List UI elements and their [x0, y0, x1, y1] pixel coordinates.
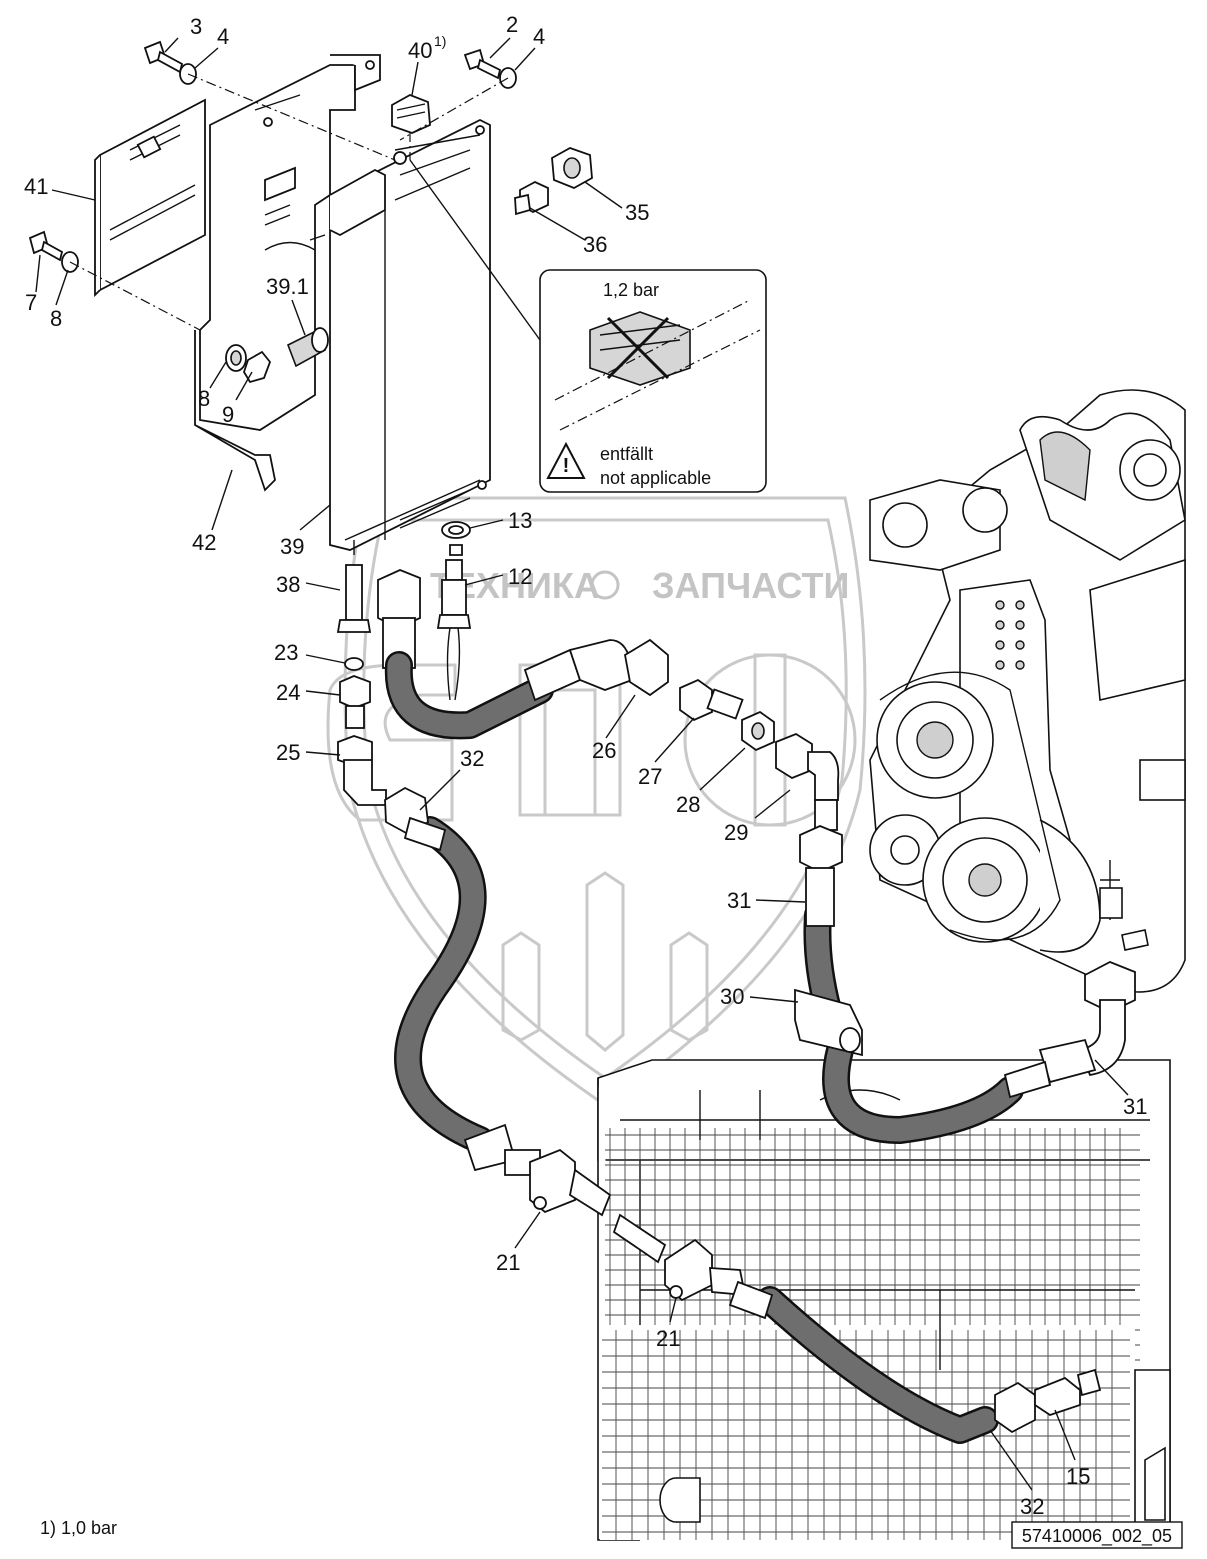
radiator	[597, 1059, 1171, 1541]
expansion-tank-39	[329, 118, 491, 551]
callout-24: 24	[276, 680, 300, 705]
fittings-23-24-25	[337, 657, 387, 806]
warning-triangle-icon	[546, 441, 586, 479]
callout-15: 15	[1066, 1464, 1090, 1489]
fitting-27	[679, 678, 744, 722]
callout-32: 32	[460, 746, 484, 771]
cap-40	[391, 94, 431, 134]
bolt-2-washer-4	[463, 48, 517, 89]
callout-25: 25	[276, 740, 300, 765]
hose-31-fitting	[799, 825, 843, 927]
callout-21: 21	[496, 1250, 520, 1275]
svg-text:!: !	[563, 455, 570, 477]
callout-31: 31	[727, 888, 751, 913]
pipe-38	[336, 540, 372, 633]
watermark-right-text: ЗАПЧАСТИ	[652, 565, 849, 606]
callout-4: 4	[533, 24, 545, 49]
fitting-15	[994, 1368, 1102, 1434]
callout-2: 2	[506, 12, 518, 37]
bracket-42	[194, 54, 381, 492]
callout-23: 23	[274, 640, 298, 665]
nut-28	[741, 710, 775, 752]
watermark-gear-icon	[590, 570, 620, 600]
callout-3: 3	[190, 14, 202, 39]
cap-crossed-out	[589, 311, 691, 386]
footnote: 1) 1,0 bar	[40, 1518, 117, 1538]
bracket-41	[94, 98, 206, 298]
callout-40-footnote-mark: 1)	[434, 33, 446, 49]
tee-connectors-21	[463, 1123, 774, 1320]
callout-36: 36	[583, 232, 607, 257]
engine	[869, 389, 1186, 993]
hose-31-right-fitting	[1003, 961, 1136, 1099]
inset-warning-en: not applicable	[600, 468, 711, 488]
callout-21: 21	[656, 1326, 680, 1351]
sight-glass-39-1	[286, 327, 329, 368]
callout-12: 12	[508, 564, 532, 589]
sensor-12	[436, 559, 472, 701]
watermark: ТЕХНИКА ЗАПЧАСТИ	[326, 496, 867, 1107]
callout-42: 42	[192, 530, 216, 555]
callout-8: 8	[50, 306, 62, 331]
drawing-number-box: 57410006_002_05	[1011, 1521, 1183, 1549]
callout-40: 40	[408, 38, 432, 63]
callout-29: 29	[724, 820, 748, 845]
callout-13: 13	[508, 508, 532, 533]
drawing-number: 57410006_002_05	[1022, 1526, 1172, 1547]
inset-pressure-label: 1,2 bar	[603, 280, 659, 300]
callout-31: 31	[1123, 1094, 1147, 1119]
callout-labels: 3 4 40 1) 2 4 41 35 36 7 8 39.1 8 9 42 3…	[24, 12, 1147, 1519]
callout-8: 8	[198, 386, 210, 411]
callout-26: 26	[592, 738, 616, 763]
callout-9: 9	[222, 402, 234, 427]
assembly-lines	[69, 73, 509, 331]
callout-27: 27	[638, 764, 662, 789]
callout-28: 28	[676, 792, 700, 817]
inset-panel: !	[409, 159, 767, 493]
nut-35	[551, 147, 593, 189]
callout-38: 38	[276, 572, 300, 597]
clamp-30	[794, 988, 863, 1057]
callout-41: 41	[24, 174, 48, 199]
seal-13	[441, 521, 471, 556]
callout-7: 7	[25, 290, 37, 315]
cross-mark-icon	[606, 316, 670, 380]
callout-30: 30	[720, 984, 744, 1009]
callout-39-1: 39.1	[266, 274, 309, 299]
bolt-7-washer-8	[28, 230, 79, 273]
callout-32: 32	[1020, 1494, 1044, 1519]
callout-35: 35	[625, 200, 649, 225]
callout-39: 39	[280, 534, 304, 559]
leader-lines	[35, 37, 1129, 1491]
hose-26-fitting	[523, 638, 669, 702]
hose-fitting-top	[377, 569, 421, 669]
hose-32-top-fitting	[384, 786, 447, 852]
callout-4: 4	[217, 24, 229, 49]
bolt-3-washer-4	[143, 40, 197, 85]
fitting-36	[514, 180, 549, 216]
inset-warning-de: entfällt	[600, 444, 653, 464]
